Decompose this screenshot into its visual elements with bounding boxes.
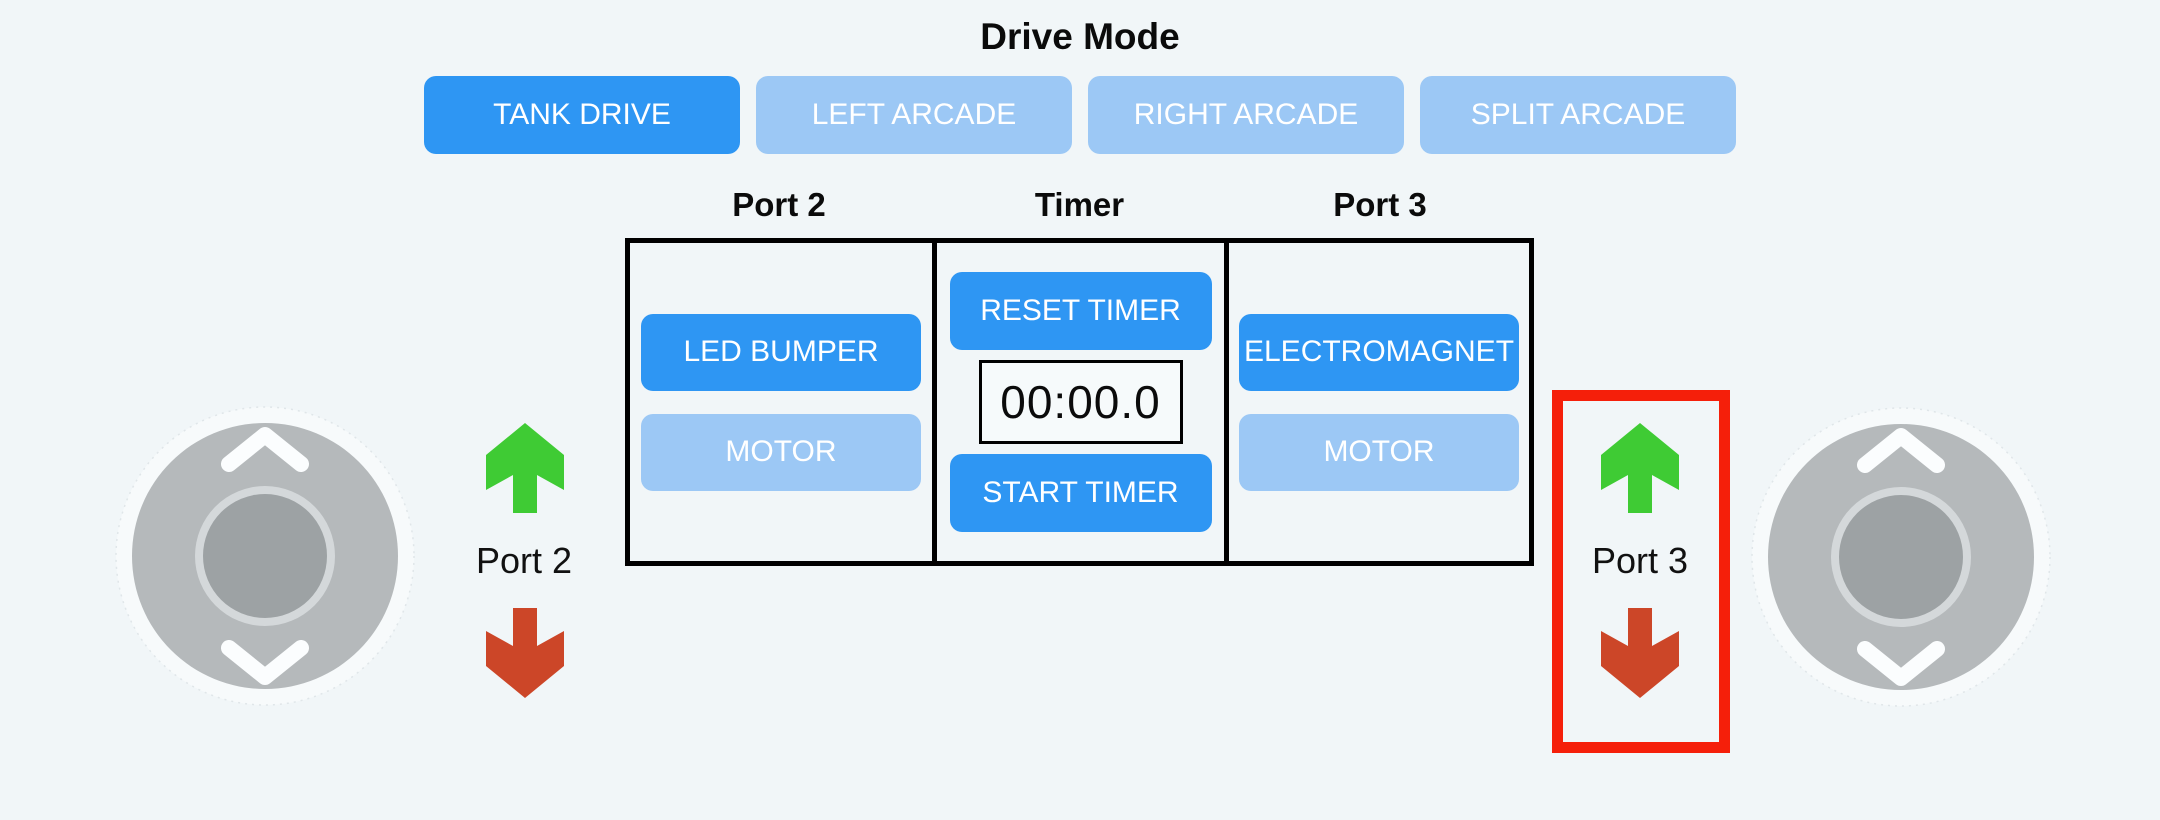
timer-cell: RESET TIMER 00:00.0 START TIMER — [937, 243, 1230, 561]
electromagnet-button[interactable]: ELECTROMAGNET — [1239, 313, 1519, 391]
port2-down-arrow-icon — [486, 608, 564, 698]
reset-timer-button[interactable]: RESET TIMER — [949, 272, 1212, 350]
port2-motor-button[interactable]: MOTOR — [640, 413, 921, 491]
port3-motor-button[interactable]: MOTOR — [1239, 413, 1519, 491]
joystick-up-chevron-icon — [221, 427, 309, 472]
drive-mode-button-row: TANK DRIVE LEFT ARCADE RIGHT ARCADE SPLI… — [424, 76, 1736, 154]
joystick-up-chevron-icon — [1857, 428, 1945, 473]
left-joystick[interactable] — [115, 406, 415, 706]
joystick-knob[interactable] — [203, 494, 327, 618]
drive-mode-tank-button[interactable]: TANK DRIVE — [424, 76, 740, 154]
port3-cell: ELECTROMAGNET MOTOR — [1229, 243, 1529, 561]
port3-down-arrow-icon — [1601, 608, 1679, 698]
joystick-down-chevron-icon — [1857, 641, 1945, 686]
start-timer-button[interactable]: START TIMER — [949, 454, 1212, 532]
right-joystick[interactable] — [1751, 407, 2051, 707]
port2-cell: LED BUMPER MOTOR — [630, 243, 937, 561]
port2-column-header: Port 2 — [732, 186, 826, 223]
port3-column-header: Port 3 — [1333, 186, 1427, 223]
port3-indicator-label: Port 3 — [1591, 540, 1689, 581]
joystick-knob[interactable] — [1839, 495, 1963, 619]
timer-column-header: Timer — [1034, 186, 1125, 223]
drive-mode-left-arcade-button[interactable]: LEFT ARCADE — [756, 76, 1072, 154]
joystick-down-chevron-icon — [221, 640, 309, 685]
io-table: LED BUMPER MOTOR RESET TIMER 00:00.0 STA… — [625, 238, 1534, 566]
led-bumper-button[interactable]: LED BUMPER — [640, 313, 921, 391]
port2-indicator-label: Port 2 — [475, 540, 573, 581]
page-title: Drive Mode — [980, 16, 1180, 57]
drive-mode-right-arcade-button[interactable]: RIGHT ARCADE — [1088, 76, 1404, 154]
port3-up-arrow-icon — [1601, 423, 1679, 513]
port3-highlight-box — [1552, 390, 1730, 753]
panel-headers: Port 2 Timer Port 3 — [625, 186, 1534, 224]
port2-up-arrow-icon — [486, 423, 564, 513]
drive-mode-split-arcade-button[interactable]: SPLIT ARCADE — [1420, 76, 1736, 154]
timer-display: 00:00.0 — [978, 360, 1183, 444]
